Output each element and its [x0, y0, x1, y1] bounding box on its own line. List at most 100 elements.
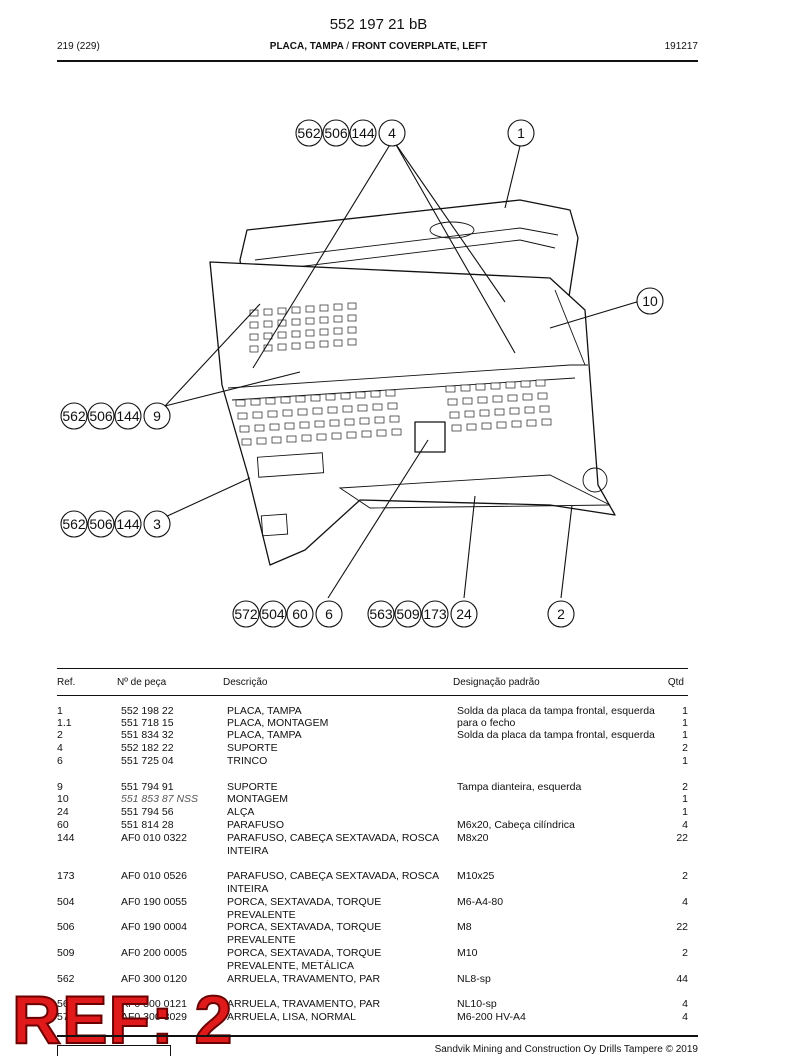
cell-part-number: 551 725 04 — [121, 755, 174, 767]
callout-text: 10 — [642, 293, 658, 309]
cell-ref: 1 — [57, 705, 63, 717]
cell-ref: 562 — [57, 973, 75, 985]
callout-text: 24 — [456, 606, 472, 622]
callout-text: 563 — [369, 606, 393, 622]
cell-part-number: 552 198 22 — [121, 705, 174, 717]
cell-qty: 22 — [676, 832, 688, 844]
cell-description: PORCA, SEXTAVADA, TORQUE PREVALENTE — [227, 896, 382, 921]
cell-part-number: 551 834 32 — [121, 729, 174, 741]
callout-group-top: 562 506 144 4 — [295, 119, 406, 147]
callout-top-right: 1 — [507, 119, 535, 147]
callout-text: 504 — [261, 606, 285, 622]
column-header-part-number: Nº de peça — [117, 677, 167, 688]
document-date: 191217 — [664, 41, 698, 52]
cell-description: PARAFUSO, CABEÇA SEXTAVADA, ROSCA INTEIR… — [227, 832, 439, 857]
cell-part-number: AF0 190 0004 — [121, 921, 187, 933]
cell-qty: 1 — [682, 806, 688, 818]
cell-ref: 10 — [57, 793, 69, 805]
leader-lines — [162, 142, 641, 599]
cell-description: PLACA, TAMPA — [227, 705, 302, 717]
callout-text: 60 — [292, 606, 308, 622]
cell-description: ARRUELA, TRAVAMENTO, PAR — [227, 998, 381, 1010]
column-header-standard: Designação padrão — [453, 677, 540, 688]
callout-text: 2 — [557, 606, 565, 622]
cell-standard: para o fecho — [457, 717, 516, 729]
callout-text: 144 — [116, 516, 140, 532]
cell-standard: Solda da placa da tampa frontal, esquerd… — [457, 705, 655, 717]
cell-qty: 2 — [682, 870, 688, 882]
cell-description: ARRUELA, LISA, NORMAL — [227, 1011, 356, 1023]
cell-description: PARAFUSO, CABEÇA SEXTAVADA, ROSCA INTEIR… — [227, 870, 439, 895]
cell-description: PLACA, TAMPA — [227, 729, 302, 741]
table-header-rule — [57, 695, 688, 696]
callout-text: 509 — [396, 606, 420, 622]
cell-qty: 4 — [682, 998, 688, 1010]
callout-text: 6 — [325, 606, 333, 622]
cell-ref: 173 — [57, 870, 75, 882]
cell-description: SUPORTE — [227, 742, 278, 754]
callout-group-bottom-a: 572 504 60 6 — [232, 600, 343, 628]
callout-text: 506 — [89, 408, 113, 424]
cell-description: PORCA, SEXTAVADA, TORQUE PREVALENTE, MET… — [227, 947, 382, 972]
callout-text: 506 — [324, 125, 348, 141]
callout-bottom-c: 2 — [547, 600, 575, 628]
cell-qty: 1 — [682, 793, 688, 805]
cell-standard: M8x20 — [457, 832, 489, 844]
callout-group-left-low: 562 506 144 3 — [60, 510, 171, 538]
cell-qty: 2 — [682, 947, 688, 959]
cell-part-number: 551 853 87 NSS — [121, 793, 199, 805]
cell-part-number: 551 794 56 — [121, 806, 174, 818]
cell-ref: 1.1 — [57, 717, 72, 729]
page-title: PLACA, TAMPA / FRONT COVERPLATE, LEFT — [0, 41, 757, 52]
title-separator: / — [346, 41, 350, 52]
cell-qty: 4 — [682, 1011, 688, 1023]
cell-qty: 4 — [682, 896, 688, 908]
cell-description: PORCA, SEXTAVADA, TORQUE PREVALENTE — [227, 921, 382, 946]
document-number: 552 197 21 bB — [329, 16, 428, 33]
cell-ref: 504 — [57, 896, 75, 908]
cell-part-number: AF0 300 3029 — [121, 1011, 187, 1023]
cell-ref: 9 — [57, 781, 63, 793]
cell-part-number: AF0 300 0120 — [121, 973, 187, 985]
cell-part-number: 551 718 15 — [121, 717, 174, 729]
cell-qty: 2 — [682, 781, 688, 793]
cell-qty: 2 — [682, 742, 688, 754]
table-top-rule — [57, 668, 688, 669]
cell-standard: NL8-sp — [457, 973, 491, 985]
cell-ref: 572 — [57, 1011, 75, 1023]
callout-text: 1 — [517, 125, 525, 141]
cell-ref: 60 — [57, 819, 69, 831]
cell-ref: 4 — [57, 742, 63, 754]
callout-right: 10 — [636, 287, 664, 315]
callout-group-bottom-b: 563 509 173 24 — [367, 600, 478, 628]
cell-standard: Tampa dianteira, esquerda — [457, 781, 582, 793]
cell-standard: M10x25 — [457, 870, 495, 882]
column-header-qty: Qtd — [667, 677, 684, 688]
footer-divider — [57, 1035, 698, 1037]
footer-copyright: Sandvik Mining and Construction Oy Drill… — [434, 1044, 698, 1055]
cell-description: MONTAGEM — [227, 793, 289, 805]
cell-standard: M6-A4-80 — [457, 896, 504, 908]
cell-part-number: 551 814 28 — [121, 819, 174, 831]
cell-ref: 144 — [57, 832, 75, 844]
cell-description: PARAFUSO — [227, 819, 284, 831]
callout-text: 506 — [89, 516, 113, 532]
callout-text: 3 — [153, 516, 161, 532]
cell-part-number: 551 794 91 — [121, 781, 174, 793]
header-divider — [57, 60, 698, 62]
cell-qty: 1 — [682, 729, 688, 741]
cell-qty: 1 — [682, 755, 688, 767]
column-header-ref: Ref. — [57, 677, 76, 688]
cell-part-number: AF0 300 0121 — [121, 998, 187, 1010]
cell-part-number: AF0 010 0322 — [121, 832, 187, 844]
cell-qty: 4 — [682, 819, 688, 831]
cell-ref: 509 — [57, 947, 75, 959]
cell-standard: NL10-sp — [457, 998, 497, 1010]
cell-standard: Solda da placa da tampa frontal, esquerd… — [457, 729, 655, 741]
cell-part-number: AF0 190 0055 — [121, 896, 187, 908]
cell-ref: 506 — [57, 921, 75, 933]
cell-description: ALÇA — [227, 806, 255, 818]
cell-part-number: AF0 010 0526 — [121, 870, 187, 882]
callout-text: 4 — [388, 125, 396, 141]
callout-text: 144 — [351, 125, 375, 141]
